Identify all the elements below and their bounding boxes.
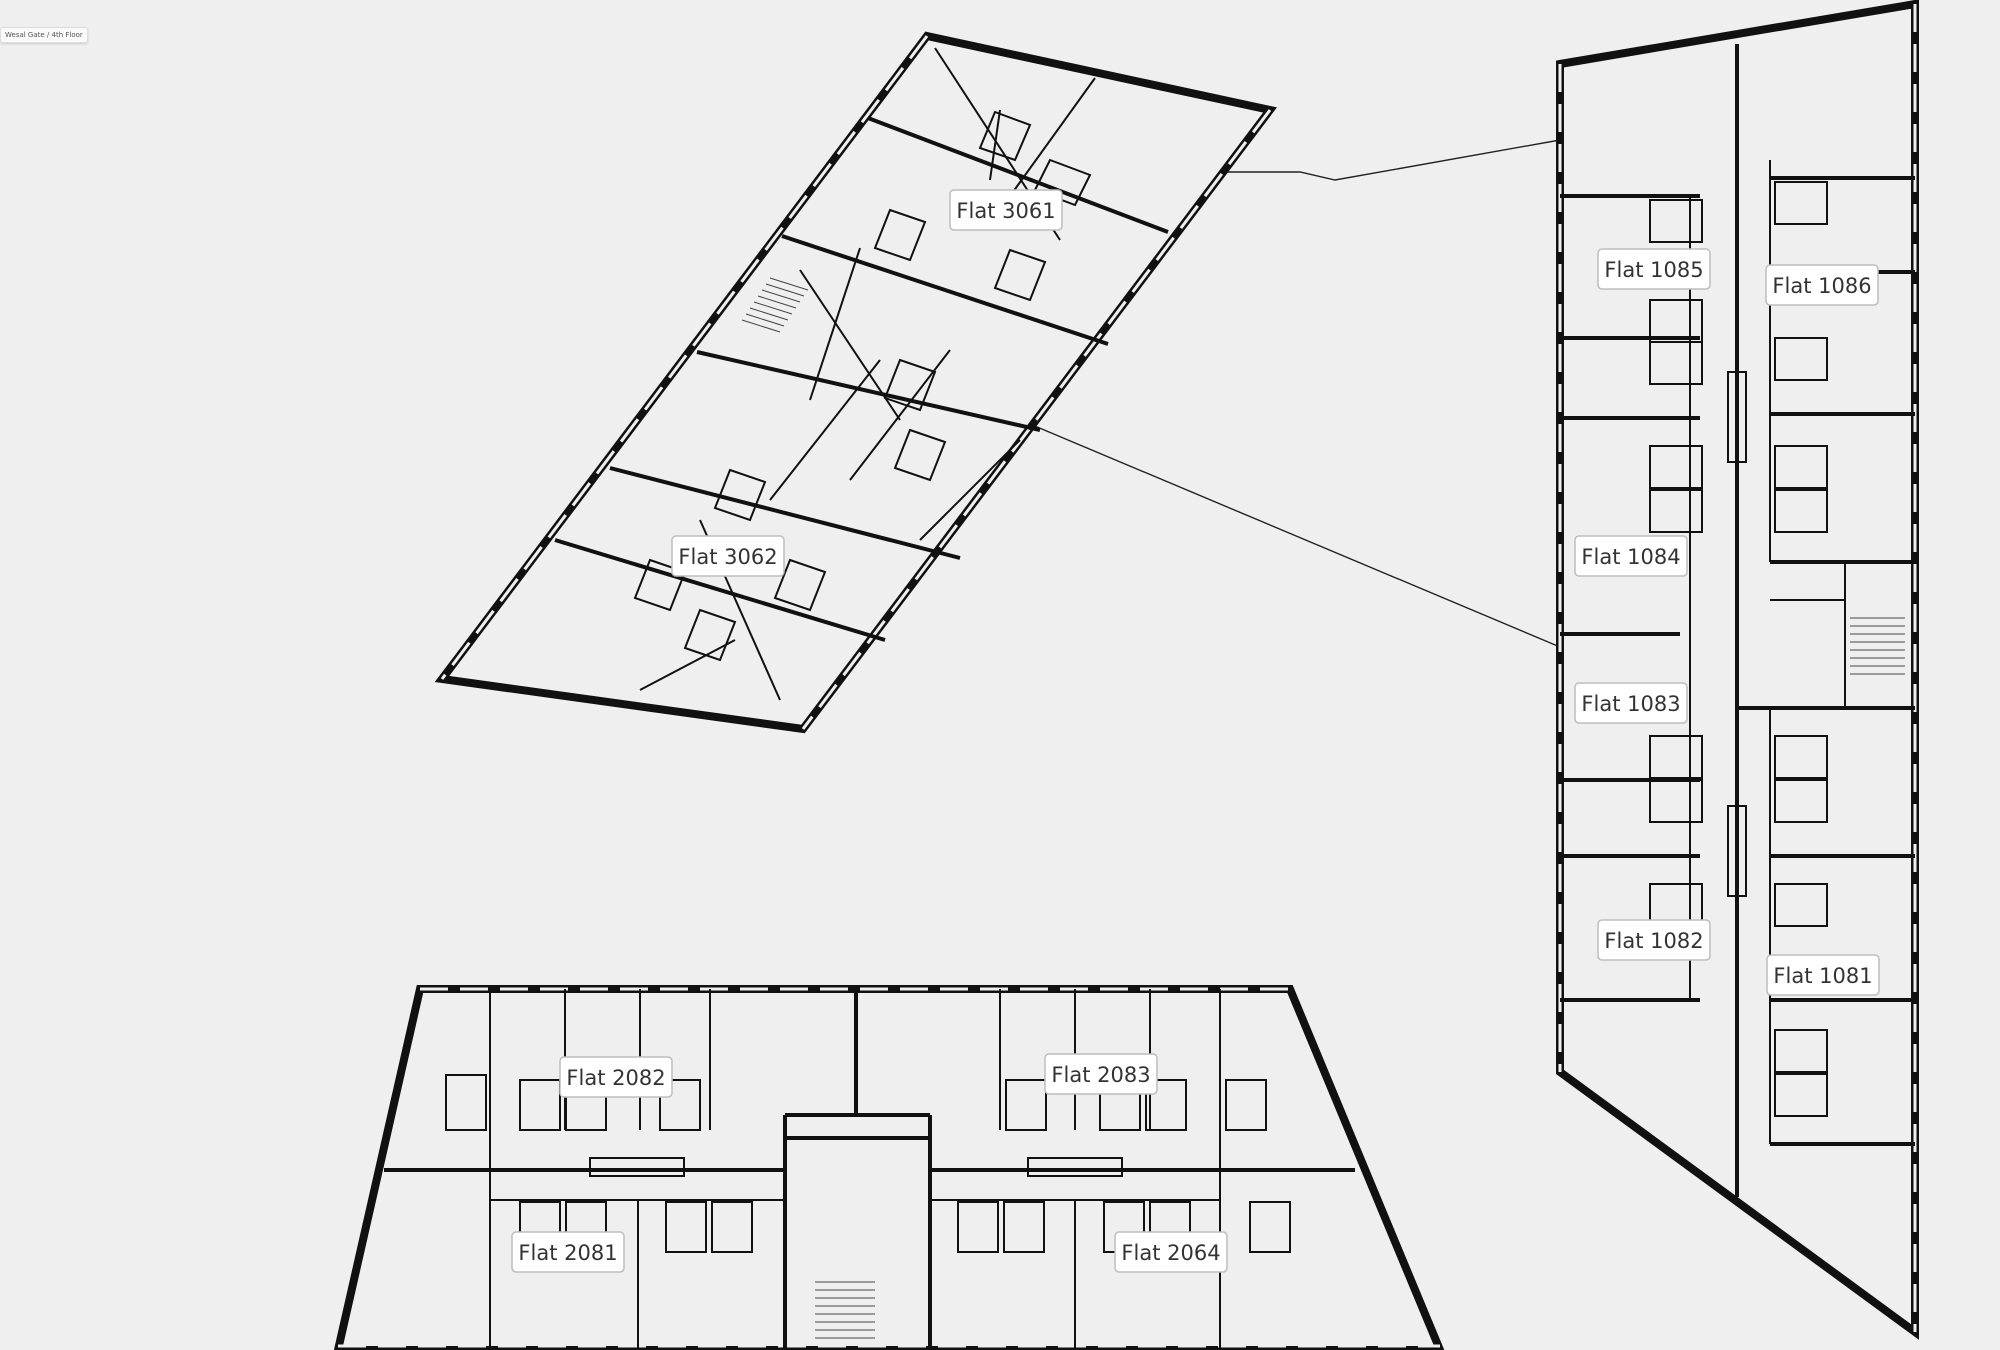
- flat-label-2064[interactable]: Flat 2064: [1114, 1231, 1228, 1273]
- flat-label-text: Flat 1082: [1604, 929, 1703, 953]
- building-b[interactable]: [1556, 0, 1919, 1340]
- flat-label-1081[interactable]: Flat 1081: [1766, 954, 1880, 996]
- stairs-c: [815, 1281, 875, 1339]
- flat-label-3062[interactable]: Flat 3062: [671, 535, 785, 577]
- flat-label-text: Flat 3062: [678, 545, 777, 569]
- flat-label-2081[interactable]: Flat 2081: [511, 1231, 625, 1273]
- stairs-a: [741, 277, 809, 333]
- building-c[interactable]: [333, 985, 1445, 1350]
- stairs-b: [1850, 617, 1905, 675]
- flat-label-3061[interactable]: Flat 3061: [949, 189, 1063, 231]
- flat-label-text: Flat 2064: [1121, 1241, 1220, 1265]
- flat-label-text: Flat 2083: [1051, 1063, 1150, 1087]
- flat-label-text: Flat 1086: [1772, 274, 1871, 298]
- breadcrumb[interactable]: Wesal Gate / 4th Floor: [0, 27, 88, 43]
- connector-lines: [1029, 139, 1561, 648]
- flat-label-text: Flat 1085: [1604, 258, 1703, 282]
- flat-label-text: Flat 1084: [1581, 545, 1680, 569]
- flat-label-text: Flat 1081: [1773, 964, 1872, 988]
- flat-label-text: Flat 1083: [1581, 692, 1680, 716]
- flat-label-2083[interactable]: Flat 2083: [1044, 1053, 1158, 1095]
- flat-label-1082[interactable]: Flat 1082: [1597, 919, 1711, 961]
- flat-label-1083[interactable]: Flat 1083: [1574, 682, 1688, 724]
- flat-label-text: Flat 2081: [518, 1241, 617, 1265]
- flat-label-1084[interactable]: Flat 1084: [1574, 535, 1688, 577]
- building-a[interactable]: [434, 31, 1277, 734]
- flat-label-2082[interactable]: Flat 2082: [559, 1056, 673, 1098]
- flat-label-text: Flat 2082: [566, 1066, 665, 1090]
- flat-label-1086[interactable]: Flat 1086: [1765, 264, 1879, 306]
- flat-label-text: Flat 3061: [956, 199, 1055, 223]
- flat-label-1085[interactable]: Flat 1085: [1597, 248, 1711, 290]
